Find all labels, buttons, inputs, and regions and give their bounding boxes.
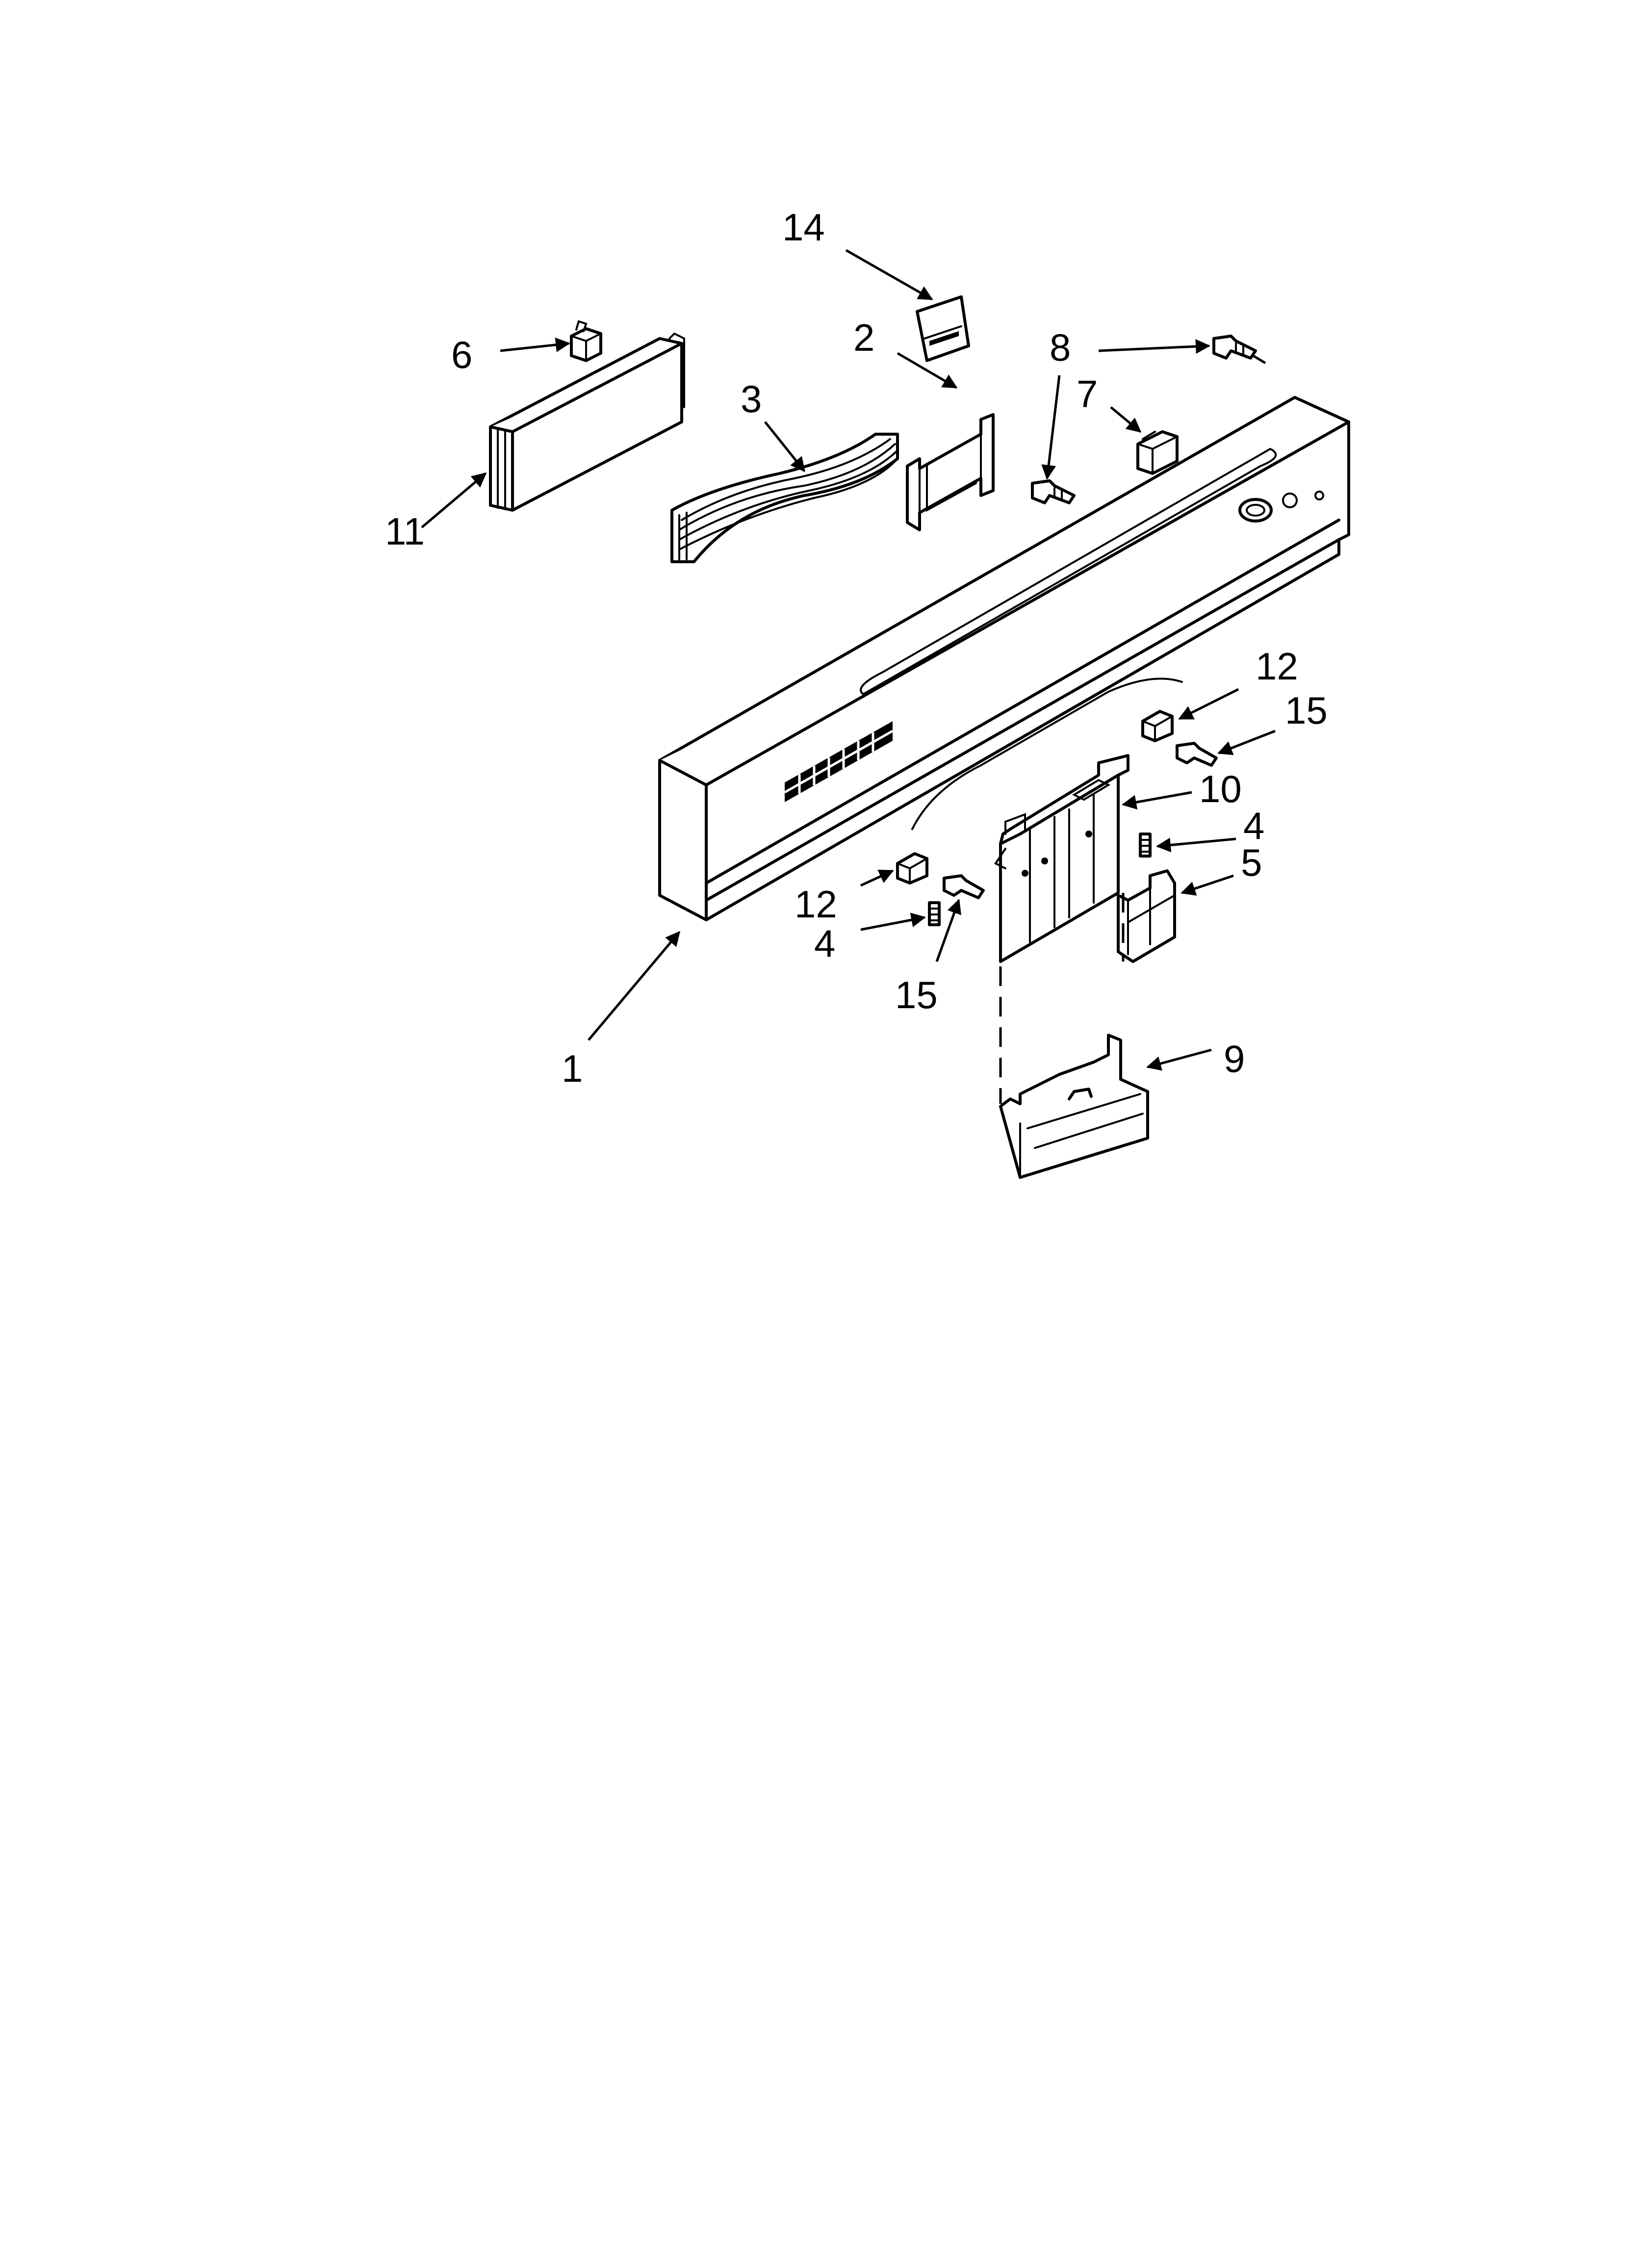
screw-8a <box>1031 479 1076 504</box>
bracket-9 <box>999 1034 1149 1179</box>
callout-10: 10 <box>1199 767 1242 810</box>
control-panel <box>658 396 1350 921</box>
callout-12-lower: 12 <box>795 883 837 926</box>
clip-12b <box>896 852 928 885</box>
callout-7: 7 <box>1077 372 1098 416</box>
label-14 <box>916 295 970 362</box>
callout-11: 11 <box>385 510 425 553</box>
bracket-2 <box>906 413 995 531</box>
callout-9: 9 <box>1224 1037 1245 1080</box>
ribbon-cable <box>670 433 899 563</box>
spring-4b <box>928 901 941 926</box>
callout-8: 8 <box>1050 326 1071 369</box>
clip-12a <box>1141 710 1174 742</box>
electronic-control-module <box>489 332 685 512</box>
callout-1: 1 <box>562 1047 583 1090</box>
bracket-10 <box>994 754 1129 963</box>
callout-5: 5 <box>1241 841 1262 884</box>
callout-15-upper: 15 <box>1285 689 1328 732</box>
keypad-grid <box>784 721 894 802</box>
clip-7 <box>1136 430 1179 475</box>
leader-lines <box>421 249 1276 1071</box>
callout-4-lower: 4 <box>814 922 835 965</box>
screw-8b <box>1212 335 1257 360</box>
callout-15-lower: 15 <box>895 973 938 1017</box>
callout-12-upper: 12 <box>1256 645 1298 688</box>
callout-14: 14 <box>782 206 825 249</box>
callout-6: 6 <box>451 333 472 376</box>
latch-5 <box>1117 869 1176 963</box>
callout-2: 2 <box>853 316 874 359</box>
callout-labels: 14 6 11 3 2 8 7 12 15 10 4 5 12 4 15 1 9 <box>385 206 1328 1090</box>
screw-15b <box>943 874 985 899</box>
callout-3: 3 <box>741 377 762 420</box>
callout-4-upper: 4 <box>1243 804 1264 847</box>
knob-icon <box>1238 498 1273 522</box>
clip-6 <box>570 320 602 362</box>
spring-4a <box>1139 833 1152 858</box>
screw-15a <box>1176 742 1218 767</box>
